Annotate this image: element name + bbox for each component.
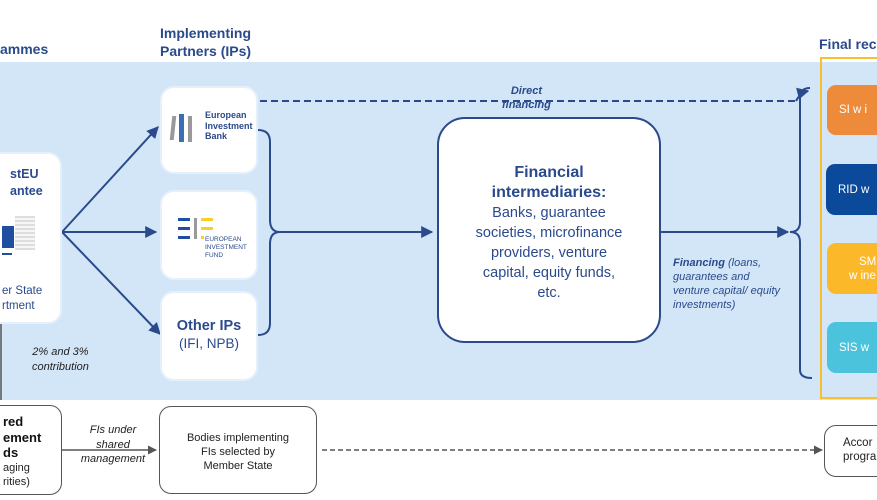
ip-other-box: Other IPs (IFI, NPB)	[160, 291, 258, 381]
investeu-guarantee-box: stEU antee er State rtment	[0, 152, 62, 324]
contribution-label: 2% and 3% contribution	[32, 346, 89, 373]
recipient-sme: SM w ine	[827, 243, 877, 294]
ip-bracket	[257, 129, 281, 336]
investeu-footer-line2: rtment	[2, 300, 35, 312]
final-recipients-frame	[820, 57, 877, 399]
direct-financing-label: Direct financing	[502, 85, 551, 111]
fi-body-line4: capital, equity funds,	[482, 265, 616, 281]
eif-name-line2: INVESTMENT	[205, 244, 247, 251]
shared-management-funds-box: red ement ds aging rities)	[0, 405, 62, 495]
fi-body-line1: Banks, guarantee	[492, 205, 606, 221]
header-implementing-partners-line1: Implementing	[160, 25, 252, 41]
eif-name-line1: EUROPEAN	[205, 236, 242, 243]
fi-title-line2: intermediaries:	[491, 184, 607, 201]
eif-logo-icon	[178, 218, 228, 248]
european-commission-logo-icon	[2, 226, 14, 248]
according-to-programme-box: Accor progra	[824, 425, 877, 477]
recipient-sis: SIS w	[827, 322, 877, 373]
fis-shared-management-label: FIs under shared management	[80, 424, 146, 465]
fi-body-line5: etc.	[537, 285, 561, 301]
eib-name-line1: European	[205, 110, 247, 120]
arrow-to-other-ips	[61, 231, 161, 335]
header-implementing-partners-line2: Partners (IPs)	[160, 43, 252, 59]
financial-intermediaries-box: Financial intermediaries: Banks, guarant…	[437, 117, 661, 343]
financing-label: Financing (loans, guarantees and venture…	[673, 257, 781, 311]
recipient-si: SI w i	[827, 85, 877, 135]
header-final-recipients: Final rec	[819, 36, 877, 52]
arrow-to-eib	[61, 126, 159, 233]
header-programmes: ammes	[0, 41, 49, 57]
other-ips-subtitle: (IFI, NPB)	[179, 336, 239, 351]
bodies-implementing-box: Bodies implementing FIs selected by Memb…	[159, 406, 317, 494]
investeu-footer-line1: er State	[2, 285, 43, 297]
ip-eib-box: European Investment Bank	[160, 86, 258, 174]
eif-name-line3: FUND	[205, 252, 224, 259]
ip-eif-box: EUROPEAN INVESTMENT FUND	[160, 190, 258, 280]
recipient-rid: RID w	[826, 164, 877, 215]
eib-logo-icon	[169, 112, 201, 144]
other-ips-title: Other IPs	[176, 318, 242, 334]
eib-name-line2: Investment	[205, 120, 253, 131]
fi-title-line1: Financial	[514, 164, 584, 181]
fi-body-line2: societies, microfinance	[475, 225, 623, 241]
fi-body-line3: providers, venture	[490, 245, 608, 261]
recipients-bracket	[789, 87, 813, 379]
investeu-title-line1: stEU	[10, 167, 39, 181]
eib-name-line3: Bank	[205, 131, 228, 141]
investeu-title-line2: antee	[10, 184, 43, 198]
